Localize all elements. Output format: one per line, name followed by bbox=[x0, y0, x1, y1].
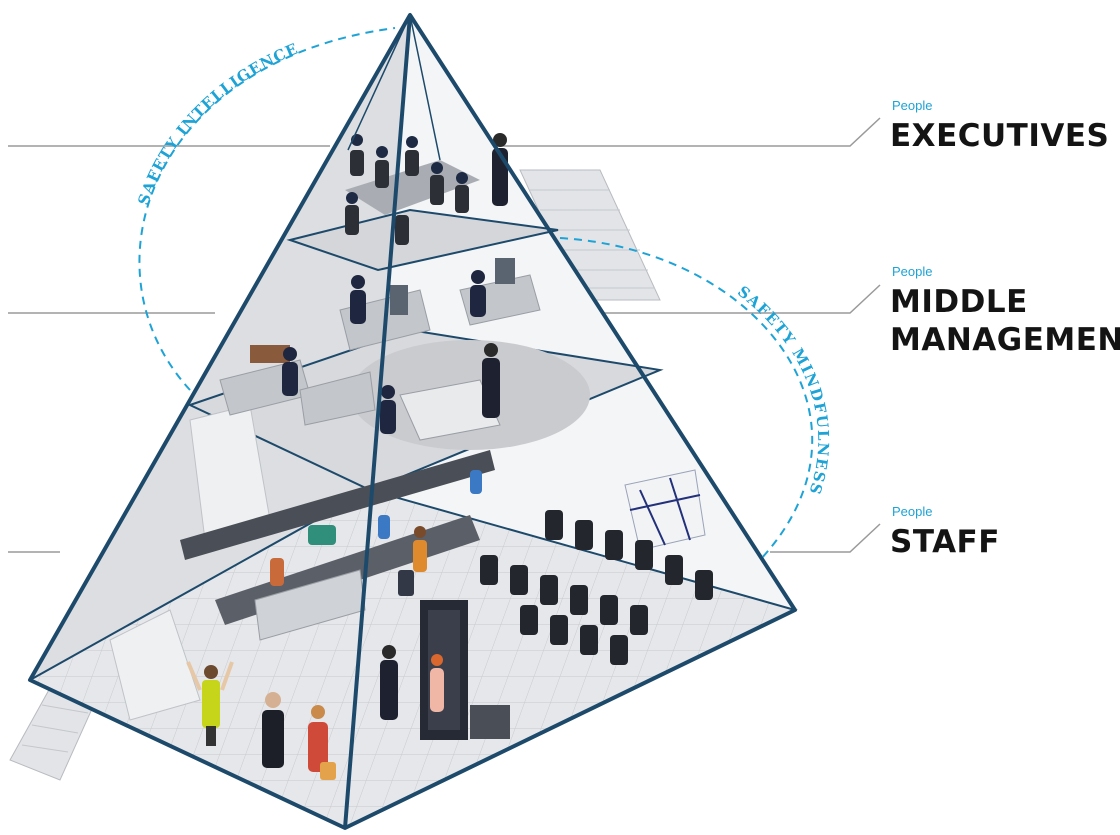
middle-management-title-line1: MIDDLE bbox=[890, 284, 1028, 320]
tier-label-staff: People STAFF bbox=[890, 504, 1000, 560]
staff-level bbox=[180, 450, 706, 740]
executives-prefix: People bbox=[892, 98, 932, 113]
safety-mindfulness-label: SAFETY MINDFULNESS bbox=[734, 282, 832, 497]
middle-management-prefix: People bbox=[892, 264, 932, 279]
pyramid-inner-frame bbox=[347, 14, 441, 161]
airport-crew bbox=[186, 661, 336, 780]
safety-intelligence-label: SAFETY INTELLIGENCE bbox=[134, 39, 301, 207]
interior-stairs bbox=[109, 404, 271, 721]
tier-label-middle-management: People MIDDLE MANAGEMENT bbox=[890, 264, 1120, 358]
leader-lines bbox=[8, 117, 881, 553]
staff-title: STAFF bbox=[890, 524, 1000, 560]
executives-title: EXECUTIVES bbox=[890, 118, 1109, 154]
seating-area bbox=[480, 510, 713, 665]
tier-label-executives: People EXECUTIVES bbox=[890, 98, 1109, 154]
staff-prefix: People bbox=[892, 504, 932, 519]
executives-room bbox=[345, 133, 508, 245]
pyramid-frame bbox=[28, 13, 797, 830]
middle-management-title-line2: MANAGEMENT bbox=[890, 322, 1120, 358]
